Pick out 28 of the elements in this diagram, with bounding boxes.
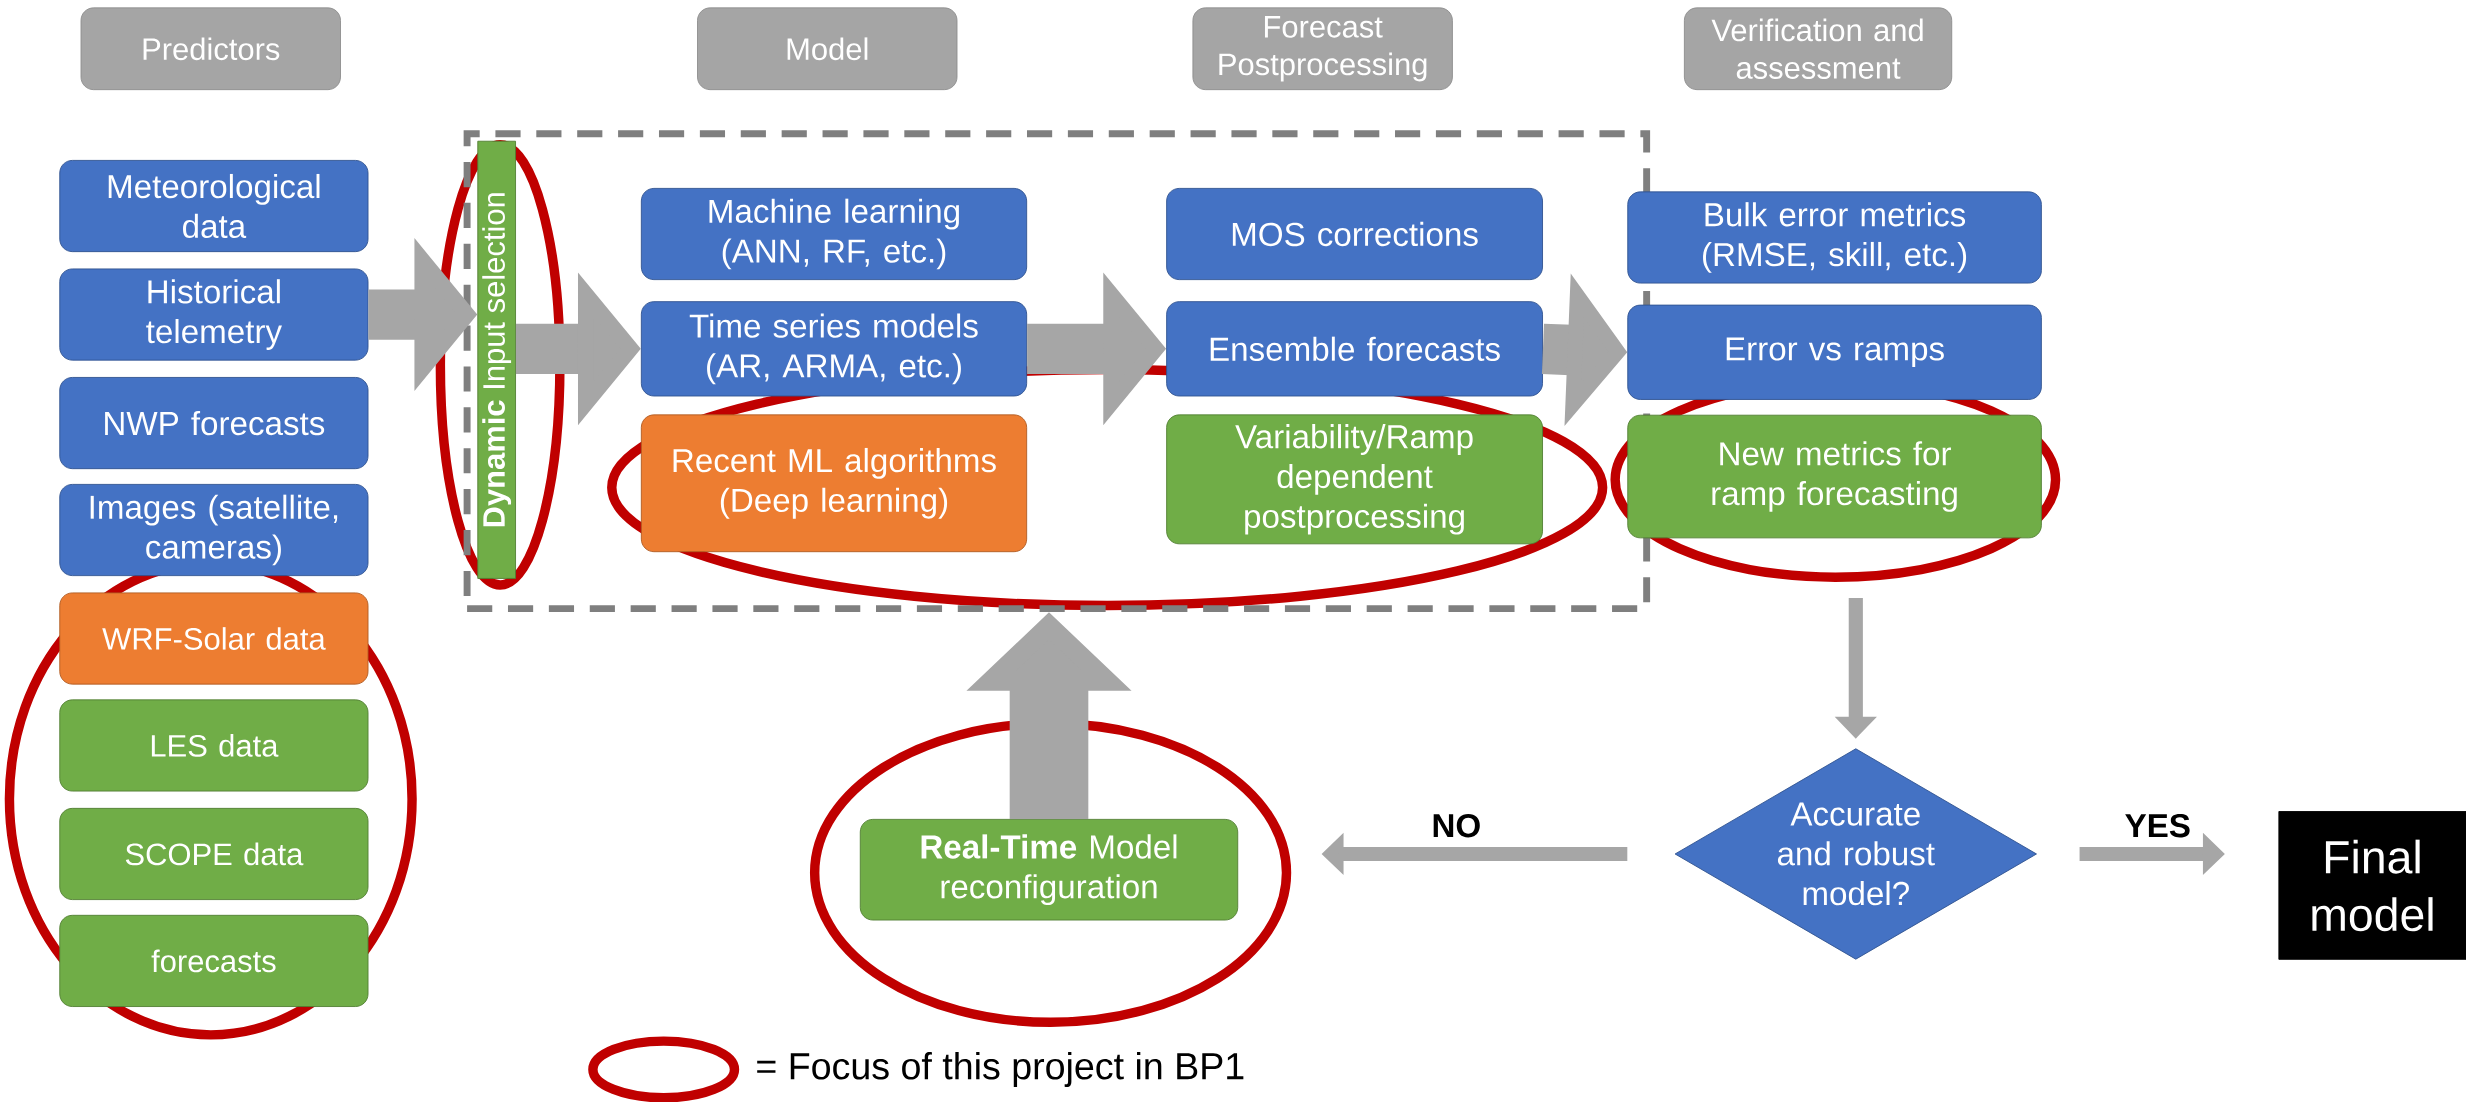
terminal-box: Final model [2278, 810, 2466, 960]
process-box: Ensemble forecasts [1166, 301, 1543, 397]
process-box: Recent ML algorithms (Deep learning) [640, 414, 1028, 552]
header-box: Predictors [80, 7, 341, 90]
process-box: LES data [59, 699, 369, 792]
edge-label: NO [1429, 811, 1484, 840]
dashed-group-box [463, 130, 1651, 612]
process-box: Images (satellite, cameras) [59, 483, 369, 576]
process-box: Historical telemetry [59, 268, 369, 361]
process-box: Time series models (AR, ARMA, etc.) [640, 301, 1028, 397]
process-box: MOS corrections [1166, 187, 1543, 280]
process-box: Machine learning (ANN, RF, etc.) [640, 187, 1028, 280]
edge-label: YES [2122, 811, 2194, 840]
process-box: Variability/Ramp dependent postprocessing [1166, 414, 1543, 545]
header-box: Forecast Postprocessing [1192, 7, 1453, 90]
process-box: New metrics for ramp forecasting [1627, 414, 2042, 539]
header-box: Verification and assessment [1683, 7, 1953, 90]
legend-entry: = Focus of this project in BP1 [588, 1036, 1244, 1102]
process-box: Meteorological data [59, 159, 369, 252]
process-box: Real-Time Model reconfiguration [859, 818, 1239, 921]
process-box: Bulk error metrics (RMSE, skill, etc.) [1627, 191, 2042, 284]
process-box: forecasts [59, 914, 369, 1007]
process-box: NWP forecasts [59, 376, 369, 469]
process-box: SCOPE data [59, 807, 369, 900]
header-box: Model [697, 7, 958, 90]
input-selection-bar: Dynamic Input selection [477, 140, 516, 579]
process-box: Error vs ramps [1627, 304, 2042, 400]
process-box: WRF-Solar data [59, 592, 369, 685]
